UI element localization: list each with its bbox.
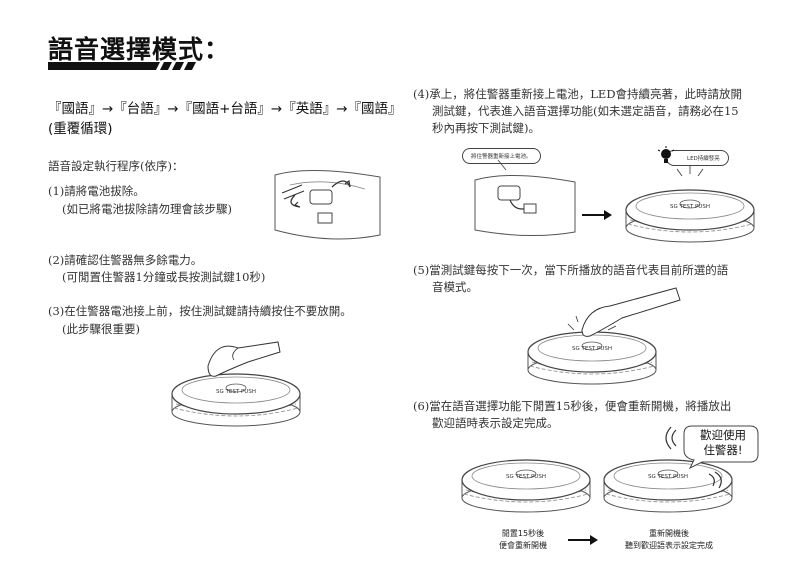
step-5-line-1: (5)當測試鍵每按下一次，當下所播放的語音代表目前所選的語: [413, 263, 729, 277]
device-label: SG TEST PUSH: [216, 389, 256, 395]
lightbulb-icon: [657, 146, 675, 163]
step-4-line-3: 秒內再按下測試鍵)。: [432, 121, 540, 135]
speech-bubble-line-2: 住警器!: [703, 443, 743, 457]
restart-caption-line-1: 重新開機後: [649, 529, 689, 538]
restart-alarm-illustration: SG TEST PUSH: [603, 459, 733, 513]
device-label: SG TEST PUSH: [572, 346, 612, 352]
step-3: (3)在住警器電池接上前，按住測試鍵請持續按住不要放開。: [48, 304, 352, 318]
speech-bubble-line-1: 歡迎使用: [700, 428, 746, 442]
step-4-line-2: 測試鍵，代表進入語音選擇功能(如未選定語音，請務必在15: [432, 104, 739, 118]
step-6-line-1: (6)當在語音選擇功能下閒置15秒後，便會重新開機，將播放出: [413, 399, 732, 413]
procedure-heading: 語音設定執行程序(依序)：: [48, 159, 184, 173]
arrow-right-icon: [568, 535, 598, 545]
press-again-illustration: SG TEST PUSH: [527, 287, 681, 385]
device-label: SG TEST PUSH: [648, 474, 688, 480]
led-on-alarm-illustration: SG TEST PUSH: [625, 166, 755, 243]
idle-caption-line-2: 便會重新開機: [499, 541, 547, 550]
step-1-note: (如已將電池拔除請勿理會該步驟): [62, 202, 232, 216]
restart-caption: 重新開機後 聽到歡迎語表示設定完成: [604, 528, 734, 552]
step-2-note: (可閒置住警器1分鐘或長按測試鍵10秒): [62, 270, 266, 284]
battery-removal-illustration: [274, 169, 381, 240]
step-4-line-1: (4)承上，將住警器重新接上電池，LED會持續亮著，此時請放開: [413, 87, 743, 101]
voice-sequence-note: (重覆循環): [48, 121, 113, 137]
speech-bubble: [683, 425, 759, 470]
step-2: (2)請確認住警器無多餘電力。: [48, 253, 203, 267]
device-label: SG TEST PUSH: [670, 204, 710, 210]
step-5-line-2: 音模式。: [432, 280, 478, 294]
device-label: SG TEST PUSH: [506, 474, 546, 480]
idle-alarm-illustration: SG TEST PUSH: [461, 459, 591, 513]
press-test-button-illustration: SG TEST PUSH: [171, 341, 301, 427]
title-underline: [48, 62, 196, 70]
sound-waves-icon: [708, 471, 722, 489]
led-callout: LED持續發亮: [666, 150, 729, 166]
idle-caption: 閒置15秒後 便會重新開機: [478, 528, 568, 552]
sound-waves-icon: [665, 426, 677, 450]
step-1: (1)請將電池拔除。: [48, 184, 145, 198]
restart-caption-line-2: 聽到歡迎語表示設定完成: [625, 541, 713, 550]
voice-sequence: 『國語』→『台語』→『國語+台語』→『英語』→『國語』: [48, 101, 402, 117]
reconnect-battery-illustration: [474, 159, 576, 237]
page-title: 語音選擇模式：: [48, 35, 231, 64]
arrow-right-icon: [582, 210, 612, 220]
step-6-line-2: 歡迎語時表示設定完成。: [432, 416, 559, 430]
idle-caption-line-1: 閒置15秒後: [501, 529, 545, 538]
step-3-note: (此步驟很重要): [62, 322, 140, 336]
